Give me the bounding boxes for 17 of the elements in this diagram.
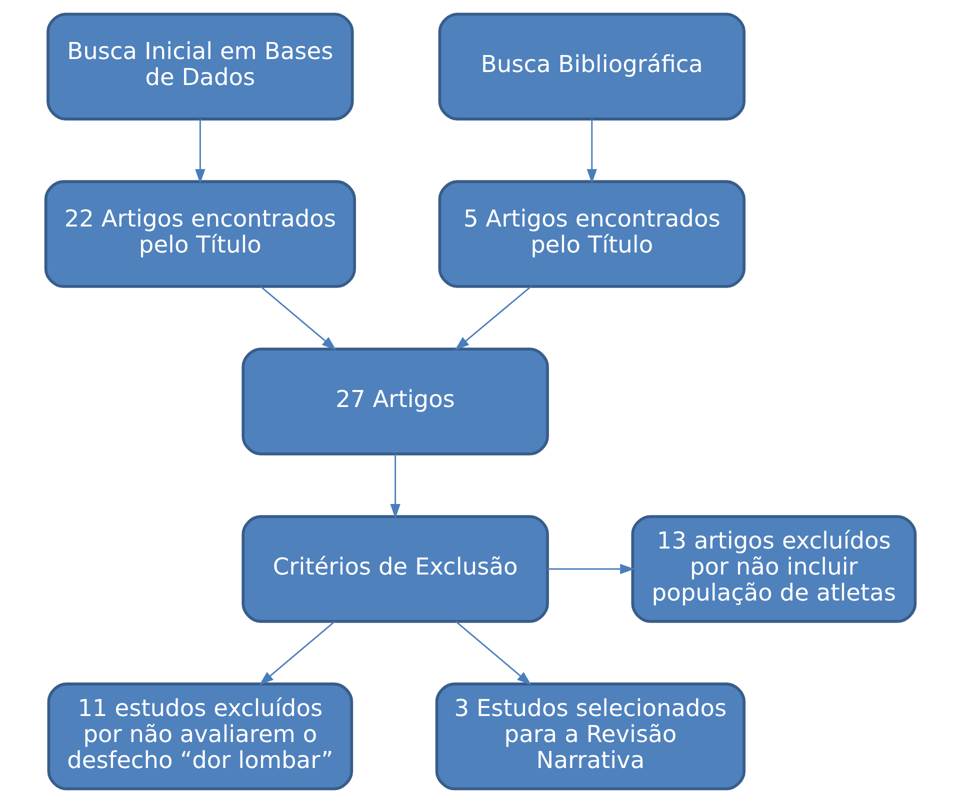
node-box: 22 Artigos encontrados pelo Título — [44, 180, 356, 288]
node-box: Busca Bibliográfica — [438, 12, 746, 120]
arrow — [456, 621, 532, 686]
node-box: 27 Artigos — [242, 348, 549, 456]
arrow — [259, 621, 336, 686]
node-box: Busca Inicial em Bases de Dados — [46, 12, 354, 120]
node-box: 3 Estudos selecionados para a Revisão Narrativa — [435, 682, 746, 790]
arrow — [390, 454, 400, 519]
arrow — [586, 119, 597, 184]
arrow — [260, 286, 336, 350]
node-box: 11 estudos excluídos por não avaliarem o desfecho “dor lombar” — [47, 682, 354, 790]
node-box: 5 Artigos encontrados pelo Título — [438, 180, 746, 288]
arrow — [195, 119, 206, 184]
arrow — [454, 286, 532, 350]
node-box: 13 artigos excluídos por não incluir população de atletas — [631, 515, 917, 623]
node-box: Critérios de Exclusão — [242, 515, 549, 623]
arrow — [548, 564, 635, 574]
